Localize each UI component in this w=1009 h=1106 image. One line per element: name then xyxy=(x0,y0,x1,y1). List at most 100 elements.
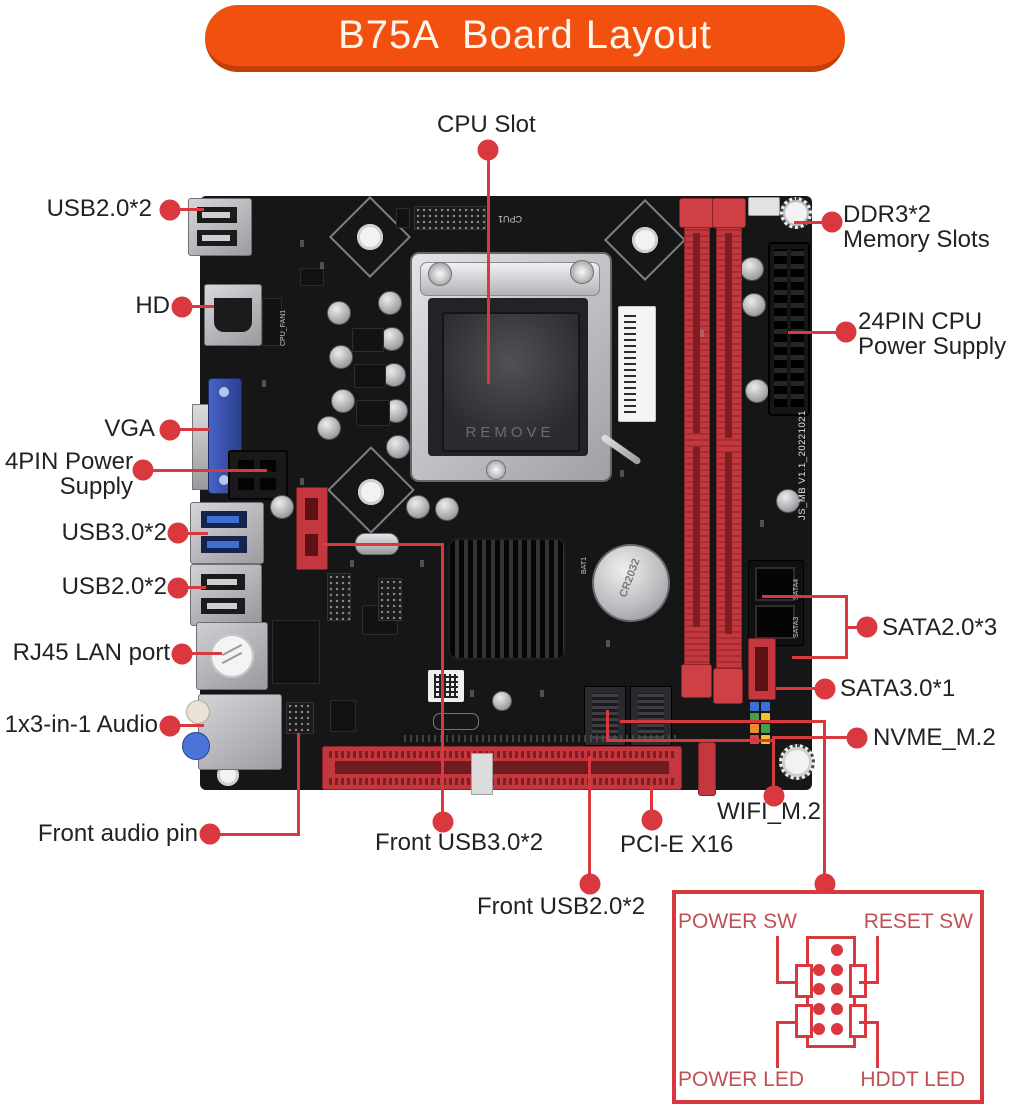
callout-dot xyxy=(159,715,181,737)
capacitor xyxy=(406,495,430,519)
callout-line xyxy=(441,543,444,822)
capacitor xyxy=(327,301,351,325)
mounting-hole xyxy=(357,224,383,250)
callout-dot xyxy=(167,577,189,599)
mounting-hole xyxy=(632,227,658,253)
callout-dot xyxy=(167,522,189,544)
box-connector-line xyxy=(859,1021,879,1024)
callout-line xyxy=(650,786,653,820)
callout-rj45: RJ45 LAN port xyxy=(12,639,170,666)
vrm-chip xyxy=(356,400,390,426)
header-pin xyxy=(831,1003,843,1015)
header-pin xyxy=(813,1003,825,1015)
callout-line xyxy=(772,736,858,739)
callout-nvme: NVME_M.2 xyxy=(873,724,996,751)
mounting-hole xyxy=(358,479,384,505)
cpu1-silkscreen: CPU1 xyxy=(498,214,523,224)
callout-dot xyxy=(159,419,181,441)
mounting-hole xyxy=(780,197,812,229)
callout-dot xyxy=(159,199,181,221)
usb2-port-stack-top xyxy=(188,198,252,256)
callout-dot xyxy=(579,873,601,895)
callout-line xyxy=(762,595,848,598)
barcode-sticker xyxy=(618,306,656,422)
box-connector-line xyxy=(776,1021,797,1024)
callout-4pin-line2: Supply xyxy=(59,473,133,500)
header-pin xyxy=(831,944,843,956)
callout-line xyxy=(792,656,848,659)
callout-line xyxy=(823,720,826,884)
bottom-solder-pads xyxy=(404,735,680,742)
box-connector-line xyxy=(876,936,879,984)
front-audio-header xyxy=(286,702,314,734)
dimm-slot-1-top-latch xyxy=(679,198,714,228)
white-connector-top xyxy=(748,197,780,216)
pin-header-tab xyxy=(795,964,813,998)
sata-port-block xyxy=(748,560,804,646)
box-connector-line xyxy=(776,981,797,984)
callout-sata2: SATA2.0*3 xyxy=(882,614,998,641)
inductor-cylinder xyxy=(433,713,479,730)
header-pin xyxy=(831,983,843,995)
capacitor xyxy=(745,379,769,403)
callout-usb2-top: USB2.0*2 xyxy=(46,195,152,222)
capacitor xyxy=(386,435,410,459)
ic-chip xyxy=(330,700,356,732)
callout-line xyxy=(143,469,267,472)
callout-dot xyxy=(846,727,868,749)
callout-vga: VGA xyxy=(104,415,155,442)
callout-dot xyxy=(171,643,193,665)
capacitor xyxy=(270,495,294,519)
callout-line xyxy=(210,833,300,836)
atx-24pin-connector xyxy=(768,242,810,416)
4pin-power-connector xyxy=(228,450,288,500)
callout-line xyxy=(297,733,300,836)
box-label-reset-sw: RESET SW xyxy=(863,910,973,933)
callout-usb2-mid: USB2.0*2 xyxy=(61,573,167,600)
cpu-socket-remove-text: REMOVE xyxy=(465,424,555,441)
capacitor xyxy=(742,293,766,317)
callout-line xyxy=(588,756,591,884)
callout-front-usb3: Front USB3.0*2 xyxy=(375,829,544,856)
m2-nvme-connector xyxy=(630,686,672,746)
callout-dot xyxy=(814,678,836,700)
callout-line xyxy=(788,331,847,334)
capacitor xyxy=(776,489,800,513)
sata3-silkscreen: SATA3 xyxy=(793,616,800,638)
callout-front-usb2: Front USB2.0*2 xyxy=(477,893,646,920)
callout-pcie: PCI-E X16 xyxy=(620,831,734,858)
qr-sticker xyxy=(428,670,464,702)
callout-24pin-line2: Power Supply xyxy=(858,333,1007,360)
callout-line xyxy=(606,710,609,742)
audio-jack-cream xyxy=(186,700,210,724)
callout-dot xyxy=(835,321,857,343)
cmos-battery xyxy=(592,544,670,622)
dimm-slot-1-bottom-latch xyxy=(681,664,712,698)
pcie-x16-slot xyxy=(322,746,682,795)
callout-dot xyxy=(199,823,221,845)
pcie-slot-divider xyxy=(471,753,493,795)
callout-front-audio: Front audio pin xyxy=(37,820,198,847)
capacitor xyxy=(378,291,402,315)
capacitor xyxy=(492,691,512,711)
dimm-slot-2-top-latch xyxy=(712,198,746,228)
title-banner: B75A Board Layout xyxy=(205,5,845,72)
ic-chip xyxy=(300,268,324,286)
callout-dot xyxy=(432,811,454,833)
callout-line xyxy=(170,724,204,727)
bat1-silkscreen: BAT1 xyxy=(581,557,588,574)
box-connector-line xyxy=(776,936,779,984)
callout-line xyxy=(794,221,833,224)
box-label-hddt-led: HDDT LED xyxy=(860,1068,965,1091)
chipset-heatsink xyxy=(448,538,566,660)
dimm-slot-2-bottom-latch xyxy=(713,668,743,704)
lan-controller-chip xyxy=(272,620,320,684)
callout-ddr-line1: DDR3*2 xyxy=(843,201,932,228)
cpu-fan-header xyxy=(262,298,282,346)
cpu-fan-silkscreen: CPU_FAN1 xyxy=(280,309,287,346)
dimm-slot-2 xyxy=(716,202,742,704)
callout-dot xyxy=(814,873,836,895)
usb3-front-header xyxy=(296,487,328,570)
callout-line xyxy=(178,586,206,589)
